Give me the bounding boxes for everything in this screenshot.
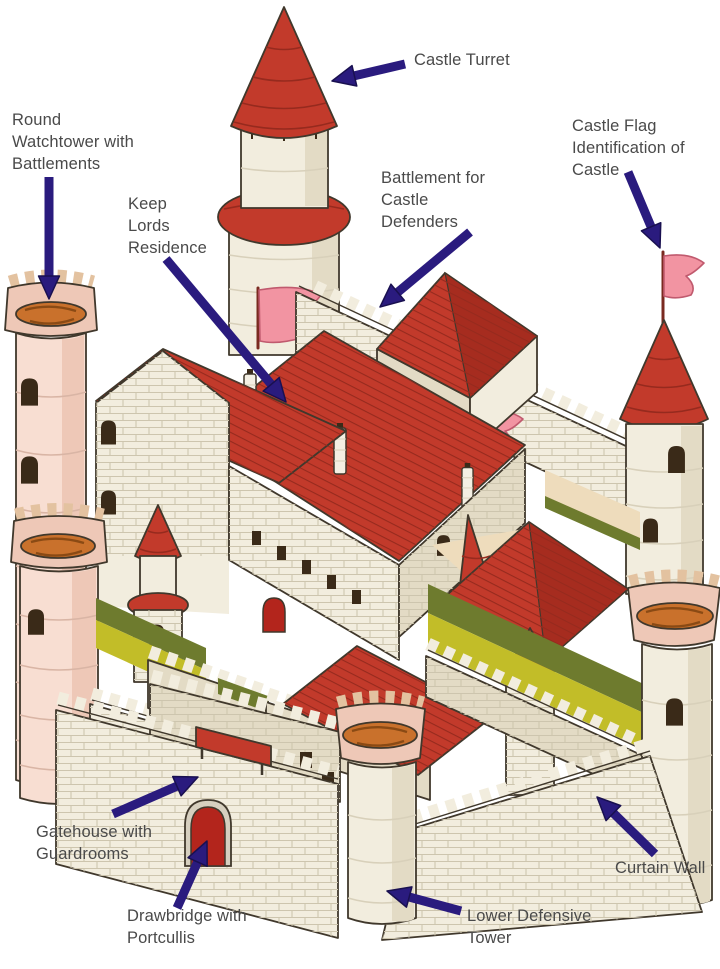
arrow-drawbridge — [172, 840, 208, 910]
arrow-lower-defensive-tower — [386, 886, 463, 916]
label-gatehouse: Gatehouse with Guardrooms — [36, 823, 153, 863]
label-round-watchtower: Round Watchtower with Battlements — [12, 111, 134, 173]
gate-awning — [195, 726, 272, 767]
label-castle-flag: Castle Flag Identification of Castle — [572, 117, 685, 179]
label-lower-defensive-tower: Lower Defensive Tower — [467, 907, 592, 947]
right-hall — [446, 520, 629, 663]
label-battlement: Battlement for Castle Defenders — [381, 169, 486, 231]
arrow-battlement — [379, 228, 473, 308]
arrow-round-watchtower — [37, 177, 61, 300]
castle-flag — [663, 254, 705, 299]
arrow-castle-turret — [331, 59, 407, 87]
arrow-curtain-wall — [596, 796, 659, 858]
arrow-castle-flag — [623, 170, 662, 249]
label-keep: Keep Lords Residence — [128, 195, 207, 257]
arrow-gatehouse — [111, 775, 199, 819]
label-castle-turret: Castle Turret — [414, 51, 510, 69]
castle-turret-tower — [217, 6, 351, 356]
arrow-keep — [162, 256, 287, 403]
label-curtain-wall: Curtain Wall — [615, 859, 706, 877]
flag-tower — [619, 250, 709, 595]
gatehouse — [55, 669, 342, 939]
lower-defensive-tower — [335, 690, 426, 925]
label-drawbridge: Drawbridge with Portcullis — [127, 907, 247, 947]
